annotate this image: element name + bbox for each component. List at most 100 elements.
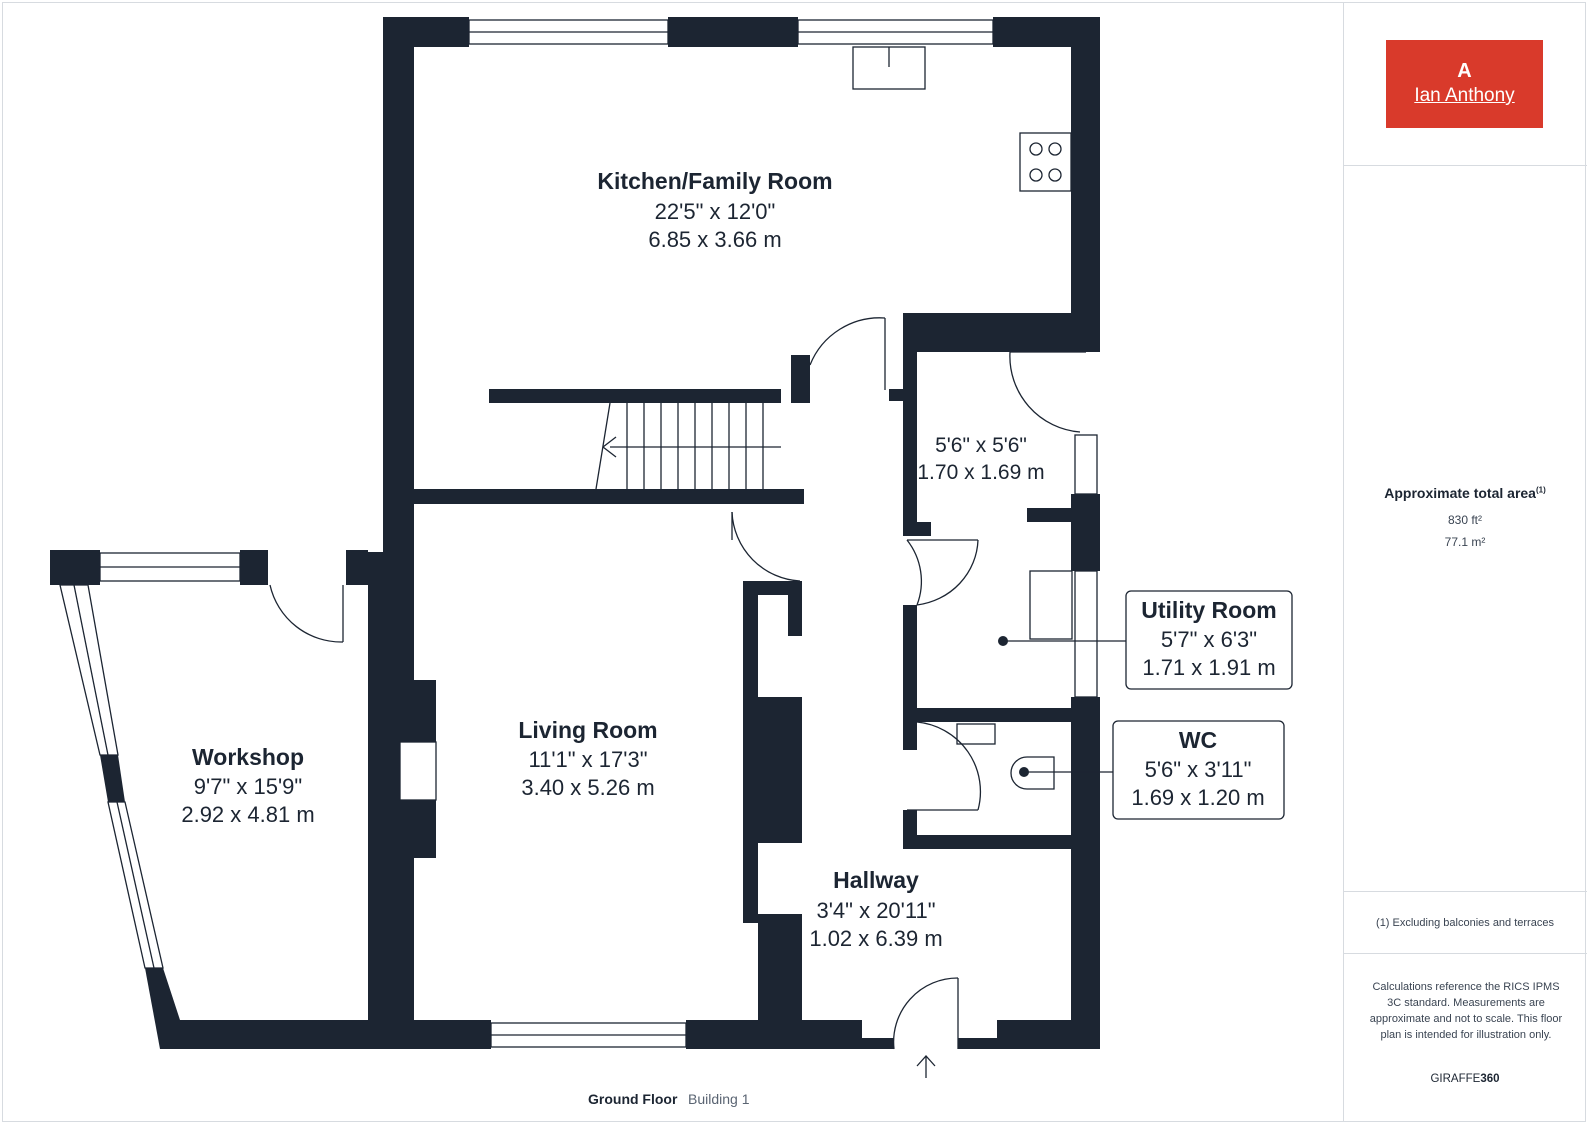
fixtures <box>59 19 1293 1078</box>
walls <box>50 17 1100 1049</box>
area-square-feet: 830 ft² <box>1447 513 1483 527</box>
window <box>1074 434 1098 495</box>
window-pane <box>73 584 109 756</box>
room-name: Kitchen/Family Room <box>597 168 832 194</box>
wall <box>414 489 804 504</box>
hob <box>1019 132 1072 192</box>
wall <box>903 313 1100 352</box>
area-footnote: (1) Excluding balconies and terraces <box>1376 917 1554 929</box>
room-name: Hallway <box>833 867 919 893</box>
wall <box>1027 508 1073 522</box>
building-label: Building 1 <box>688 1091 750 1107</box>
wall <box>903 522 931 536</box>
company-logo: A Ian Anthony <box>1386 40 1543 128</box>
wall <box>400 1020 491 1049</box>
area-title-text: Approximate total area <box>1384 485 1536 501</box>
fireplace <box>399 741 437 801</box>
callout-box <box>1112 720 1285 820</box>
brand-mark: GIRAFFE360 <box>1343 1073 1587 1085</box>
room-name: Utility Room <box>1141 597 1276 623</box>
callout-box <box>1125 590 1293 690</box>
wall <box>668 17 798 47</box>
wall <box>346 550 368 585</box>
room-size-imperial: 5'6" x 3'11" <box>1145 757 1252 782</box>
door-swing <box>916 539 979 606</box>
toilet <box>1010 756 1055 790</box>
door-swing <box>731 511 801 582</box>
wall <box>903 708 1100 722</box>
room-size-metric: 2.92 x 4.81 m <box>181 802 314 827</box>
door-swing <box>916 721 982 811</box>
disclaimer: Calculations reference the RICS IPMS 3C … <box>1369 981 1563 1041</box>
wall <box>743 581 802 595</box>
window <box>107 801 164 969</box>
room-name: WC <box>1179 727 1217 753</box>
stair-arrow-icon <box>602 436 617 448</box>
callout-dot-icon <box>1019 767 1029 777</box>
room-size-metric: 1.69 x 1.20 m <box>1131 785 1264 810</box>
door-swing <box>809 317 886 366</box>
stair-arrow-icon <box>602 446 617 458</box>
window <box>1074 570 1098 698</box>
room-size-metric: 1.71 x 1.91 m <box>1142 655 1275 680</box>
wall <box>903 605 917 750</box>
sidebar-divider <box>1343 891 1587 892</box>
logo-text: Ian Anthony <box>1414 85 1515 106</box>
room-size-imperial: 3'4" x 20'11" <box>816 898 935 923</box>
room-size-imperial: 5'7" x 6'3" <box>1161 627 1257 652</box>
wall <box>997 1020 1100 1049</box>
wall <box>958 1038 1000 1049</box>
room-size-imperial: 5'6" x 5'6" <box>935 434 1027 457</box>
door-swing <box>906 539 923 606</box>
wall <box>383 17 414 552</box>
door-swing <box>892 977 959 1050</box>
room-size-metric: 1.70 x 1.69 m <box>917 461 1044 484</box>
hob-ring-icon <box>1048 142 1062 156</box>
room-size-imperial: 11'1" x 17'3" <box>528 747 647 772</box>
window-pane <box>116 801 155 969</box>
hob-ring-icon <box>1048 168 1062 182</box>
wall <box>383 17 469 47</box>
wall <box>903 313 917 536</box>
brand-suffix: 360 <box>1480 1073 1500 1085</box>
room-name: Workshop <box>192 744 304 770</box>
room-size-metric: 6.85 x 3.66 m <box>648 227 781 252</box>
room-name: Living Room <box>518 717 657 743</box>
wall <box>860 1038 894 1049</box>
floor-label: Ground Floor <box>588 1091 678 1107</box>
room-labels: Kitchen/Family Room 22'5" x 12'0" 6.85 x… <box>181 168 1276 951</box>
room-size-imperial: 9'7" x 15'9" <box>194 774 302 799</box>
sidebar-divider <box>1343 953 1587 954</box>
room-size-imperial: 22'5" x 12'0" <box>655 199 776 224</box>
wall <box>1071 17 1100 340</box>
callout-dot-icon <box>998 636 1008 646</box>
window <box>59 584 119 756</box>
stair-edge <box>595 402 611 490</box>
wall <box>686 1020 862 1049</box>
wall <box>50 550 100 585</box>
utility-sink <box>1029 570 1073 640</box>
hob-ring-icon <box>1029 168 1043 182</box>
entrance-arrow-icon <box>916 1055 936 1067</box>
wall <box>903 810 917 842</box>
wall <box>100 755 125 802</box>
wall <box>1071 835 1100 1049</box>
hob-ring-icon <box>1029 142 1043 156</box>
wall <box>743 697 802 843</box>
wall <box>1071 494 1100 571</box>
door-swing <box>269 584 344 643</box>
area-title: Approximate total area(1) <box>1343 485 1587 501</box>
wall <box>489 389 781 403</box>
wall <box>160 1020 370 1049</box>
area-footnote-marker: (1) <box>1535 485 1546 495</box>
room-size-metric: 1.02 x 6.39 m <box>809 926 942 951</box>
wc-basin <box>956 723 996 745</box>
sidebar <box>1343 3 1587 1121</box>
wall <box>791 355 810 403</box>
logo-mark-icon: A <box>1457 60 1472 82</box>
wall <box>240 550 268 585</box>
room-size-metric: 3.40 x 5.26 m <box>521 775 654 800</box>
area-square-metres: 77.1 m² <box>1444 535 1486 549</box>
brand-prefix: GIRAFFE <box>1430 1073 1481 1085</box>
